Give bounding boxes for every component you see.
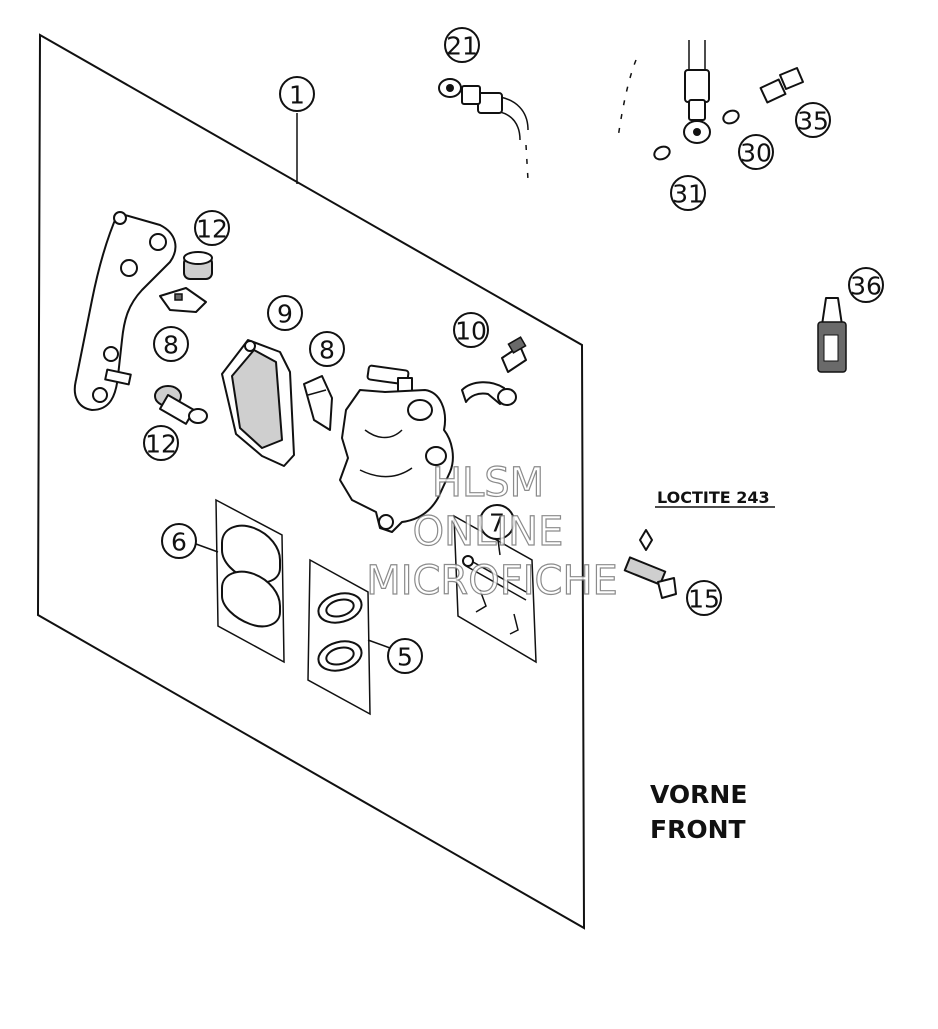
callout-6: 6 xyxy=(161,523,219,559)
brake-hose-fitting xyxy=(438,78,529,181)
callout-8-right-number: 8 xyxy=(319,336,335,365)
bleed-valve xyxy=(461,336,527,406)
callout-12-top: 12 xyxy=(194,210,230,246)
loctite-bottle xyxy=(817,297,847,373)
callout-10-number: 10 xyxy=(455,317,487,346)
callout-8-left-number: 8 xyxy=(163,331,179,360)
bushing-pin-bottom xyxy=(154,385,208,425)
callout-8-left: 8 xyxy=(153,326,189,362)
loctite-label: LOCTITE 243 xyxy=(657,488,770,507)
caliper-bracket xyxy=(73,211,177,411)
callout-35: 35 xyxy=(795,102,831,138)
callout-7-number: 7 xyxy=(489,509,505,538)
callout-36-number: 36 xyxy=(850,272,882,301)
callout-15: 15 xyxy=(686,580,722,616)
pad-clip-left xyxy=(159,287,207,313)
brake-pad xyxy=(221,339,295,467)
callout-12-bottom-number: 12 xyxy=(145,430,177,459)
watermark-line-3: MICROFICHE xyxy=(366,558,618,604)
callout-9-number: 9 xyxy=(277,300,293,329)
vorne-label: VORNE xyxy=(650,780,747,809)
callout-1: 1 xyxy=(279,76,315,112)
callout-8-right: 8 xyxy=(309,331,345,367)
callout-6-number: 6 xyxy=(171,528,187,557)
caliper-body xyxy=(339,364,454,533)
callout-31: 31 xyxy=(670,175,706,211)
callout-1-number: 1 xyxy=(289,81,305,110)
seal-kit xyxy=(307,558,391,716)
mounting-bolt xyxy=(623,506,775,599)
callout-10: 10 xyxy=(453,312,489,348)
watermark-line-1: HLSM xyxy=(432,460,544,506)
callout-21: 21 xyxy=(444,27,480,63)
callout-9: 9 xyxy=(267,295,303,331)
callout-35-number: 35 xyxy=(797,107,829,136)
callout-21-number: 21 xyxy=(446,32,478,61)
banjo-connector xyxy=(617,40,804,161)
bushing-top xyxy=(183,251,213,280)
callout-5: 5 xyxy=(387,638,423,674)
anti-rattle-spring xyxy=(303,375,333,431)
watermark-line-2: ONLINE xyxy=(413,509,564,555)
callout-12-top-number: 12 xyxy=(196,215,228,244)
assembly-panel xyxy=(36,33,586,930)
callout-15-number: 15 xyxy=(688,585,720,614)
piston-kit xyxy=(215,498,285,664)
callout-7: 7 xyxy=(479,504,515,540)
front-label: FRONT xyxy=(650,815,746,844)
pin-kit xyxy=(453,514,537,664)
callout-5-number: 5 xyxy=(397,643,413,672)
callout-30: 30 xyxy=(738,134,774,170)
callout-30-number: 30 xyxy=(740,139,772,168)
callout-36: 36 xyxy=(848,267,884,303)
callout-12-bottom: 12 xyxy=(143,425,179,461)
callout-31-number: 31 xyxy=(672,180,704,209)
